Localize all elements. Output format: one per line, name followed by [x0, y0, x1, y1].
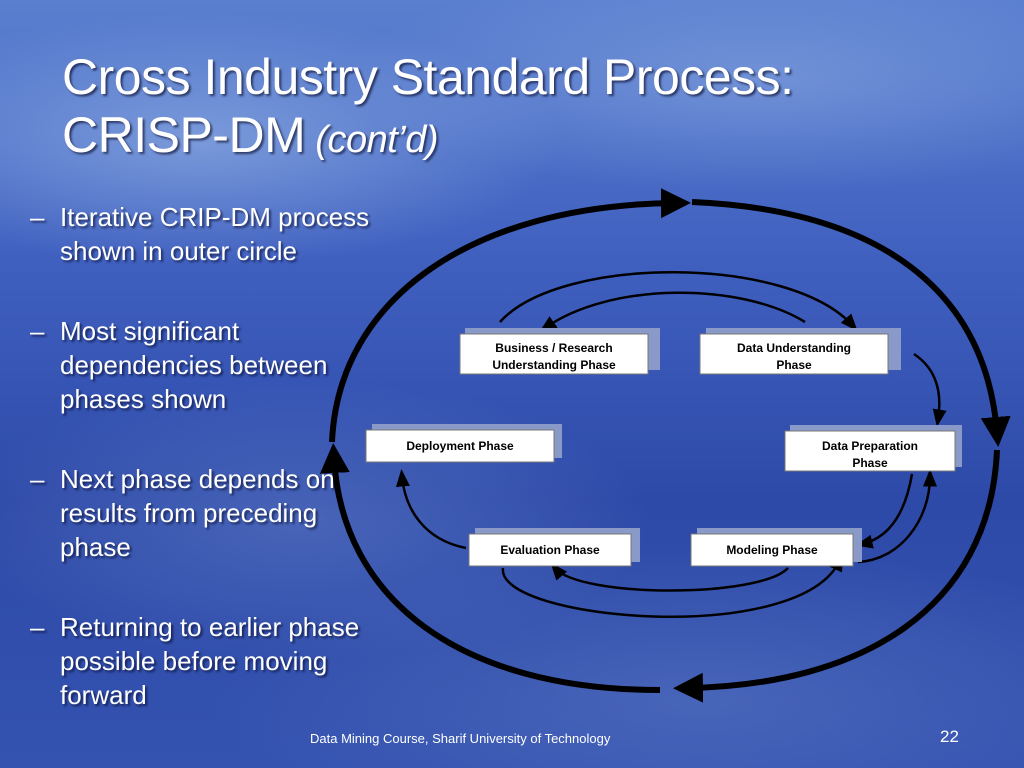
- phase-label-line1: Evaluation Phase: [500, 543, 600, 557]
- arrow-data-understanding-to-preparation: [913, 352, 947, 427]
- bullet-item: –Iterative CRIP-DM process shown in oute…: [28, 200, 388, 268]
- bullet-item: –Next phase depends on results from prec…: [28, 462, 388, 564]
- arrow-preparation-to-modeling: [855, 473, 914, 549]
- arrow-modeling-to-evaluation: [550, 562, 789, 592]
- phase-box-evaluation: Evaluation Phase: [468, 528, 640, 567]
- outer-cycle: [319, 188, 1011, 703]
- phase-box-business-understanding: Business / Research Understanding Phase: [459, 328, 660, 375]
- phase-box-data-understanding: Data Understanding Phase: [699, 328, 901, 375]
- bullet-item: –Returning to earlier phase possible bef…: [28, 610, 388, 712]
- title-contd: cont’d: [327, 119, 426, 161]
- slide-title: Cross Industry Standard Process: CRISP-D…: [62, 48, 962, 169]
- phase-box-data-preparation: Data Preparation Phase: [784, 425, 962, 472]
- outer-arc-bottom-right: [673, 449, 1000, 703]
- phase-label-line1: Modeling Phase: [726, 543, 818, 557]
- outer-arc-top-left: [329, 188, 691, 443]
- phase-label-line1: Business / Research: [495, 341, 612, 355]
- bullet-marker: –: [30, 202, 45, 232]
- bullet-text: Most significant dependencies between ph…: [60, 316, 328, 414]
- arrow-evaluation-to-business: [501, 553, 843, 618]
- slide-footer: Data Mining Course, Sharif University of…: [310, 731, 611, 746]
- title-line-1: Cross Industry Standard Process:: [62, 49, 794, 105]
- phase-label-line2: Phase: [852, 456, 888, 470]
- bullet-list: –Iterative CRIP-DM process shown in oute…: [28, 200, 388, 758]
- title-line-2: CRISP-DM (cont’d): [62, 106, 962, 169]
- arrow-data-understanding-to-business: [539, 291, 806, 333]
- bullet-item: –Most significant dependencies between p…: [28, 314, 388, 416]
- phase-box-deployment: Deployment Phase: [365, 424, 562, 463]
- title-open-paren: (: [305, 119, 328, 161]
- bullet-text: Returning to earlier phase possible befo…: [60, 612, 360, 710]
- phase-box-modeling: Modeling Phase: [690, 528, 862, 567]
- phase-label-line2: Understanding Phase: [492, 358, 616, 372]
- bullet-text: Iterative CRIP-DM process shown in outer…: [60, 202, 370, 266]
- outer-arc-bottom-left: [319, 443, 661, 693]
- bullet-marker: –: [30, 612, 45, 642]
- arrow-modeling-to-preparation: [857, 469, 937, 564]
- phase-label-line1: Deployment Phase: [406, 439, 514, 453]
- outer-arc-top-right: [691, 199, 1011, 447]
- bullet-marker: –: [30, 316, 45, 346]
- arrow-business-to-data-understanding: [499, 271, 858, 332]
- bullet-text: Next phase depends on results from prece…: [60, 464, 335, 562]
- dependency-arrows: [395, 271, 947, 618]
- phase-label-line1: Data Preparation: [822, 439, 918, 453]
- arrow-evaluation-to-deployment: [395, 469, 467, 550]
- phase-label-line2: Phase: [776, 358, 812, 372]
- page-number: 22: [940, 727, 959, 746]
- title-close-paren: ): [425, 119, 439, 161]
- bullet-marker: –: [30, 464, 45, 494]
- title-crisp-dm: CRISP-DM: [62, 107, 306, 163]
- phase-label-line1: Data Understanding: [737, 341, 851, 355]
